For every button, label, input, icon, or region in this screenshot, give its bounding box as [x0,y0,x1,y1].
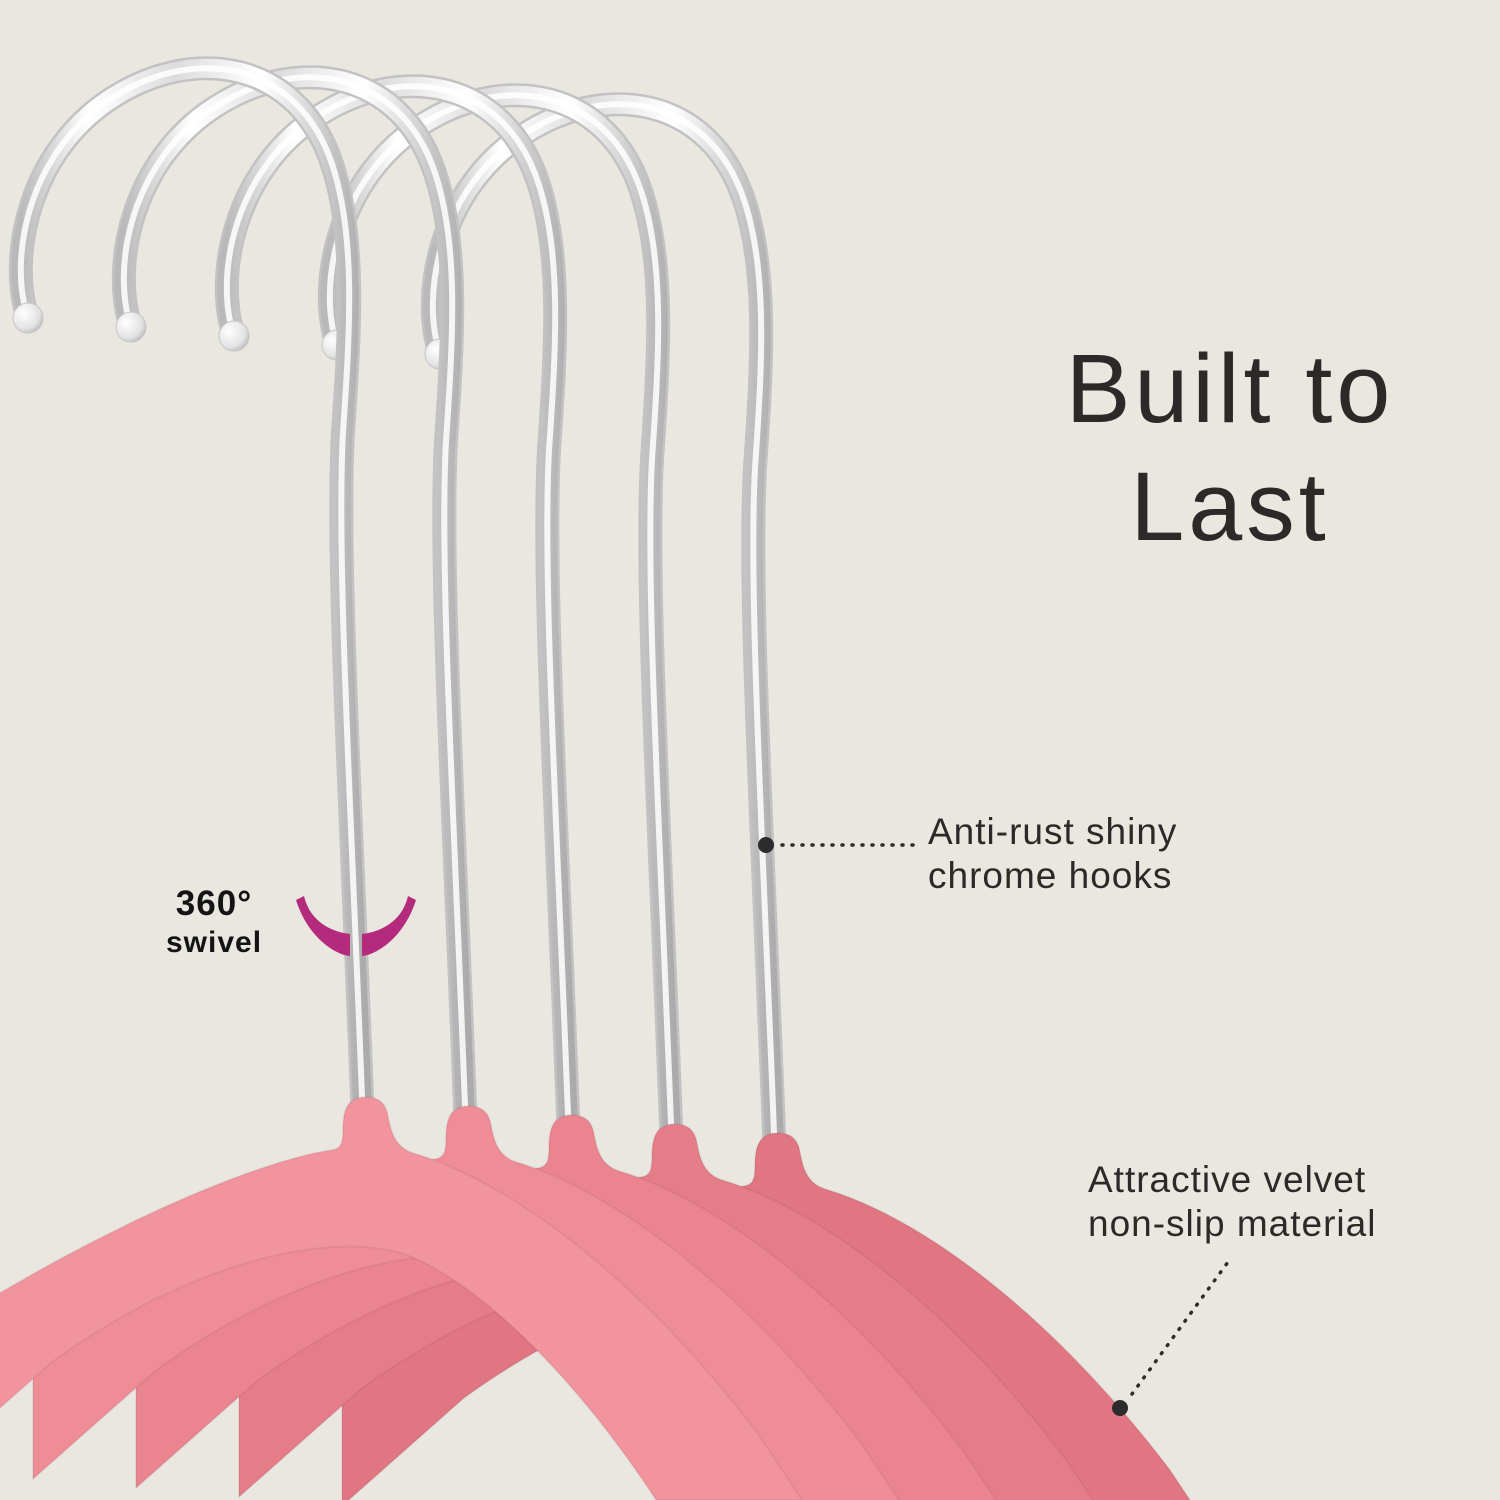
callout-dot [758,837,774,853]
velvet-callout-line1: Attractive velvet [1088,1159,1367,1200]
hook-callout-line1: Anti-rust shiny [928,811,1178,852]
hook-callout-line2: chrome hooks [928,854,1173,896]
headline: Built to Last [1005,330,1455,567]
headline-line1: Built to [1065,334,1395,443]
hook-callout-line [758,837,917,853]
chrome-hook [116,77,467,1159]
velvet-callout-line2: non-slip material [1088,1202,1377,1244]
swivel-text: swivel [165,926,263,959]
headline-line2: Last [1130,452,1330,562]
hanger-hooks [13,68,776,1186]
chrome-hook [425,104,776,1186]
chrome-hook [322,95,673,1177]
velvet-callout-line [1112,1260,1230,1416]
swivel-label: 360° swivel [138,884,290,960]
swivel-degrees: 360° [175,884,253,923]
hanger-bodies [0,1096,1215,1500]
callout-dot [1112,1400,1128,1416]
hook-callout-text: Anti-rust shiny chrome hooks [928,810,1177,897]
velvet-callout-text: Attractive velvet non-slip material [1088,1158,1376,1245]
chrome-hook [13,68,364,1150]
swivel-arrows-icon [296,896,416,956]
chrome-hook [219,86,570,1168]
